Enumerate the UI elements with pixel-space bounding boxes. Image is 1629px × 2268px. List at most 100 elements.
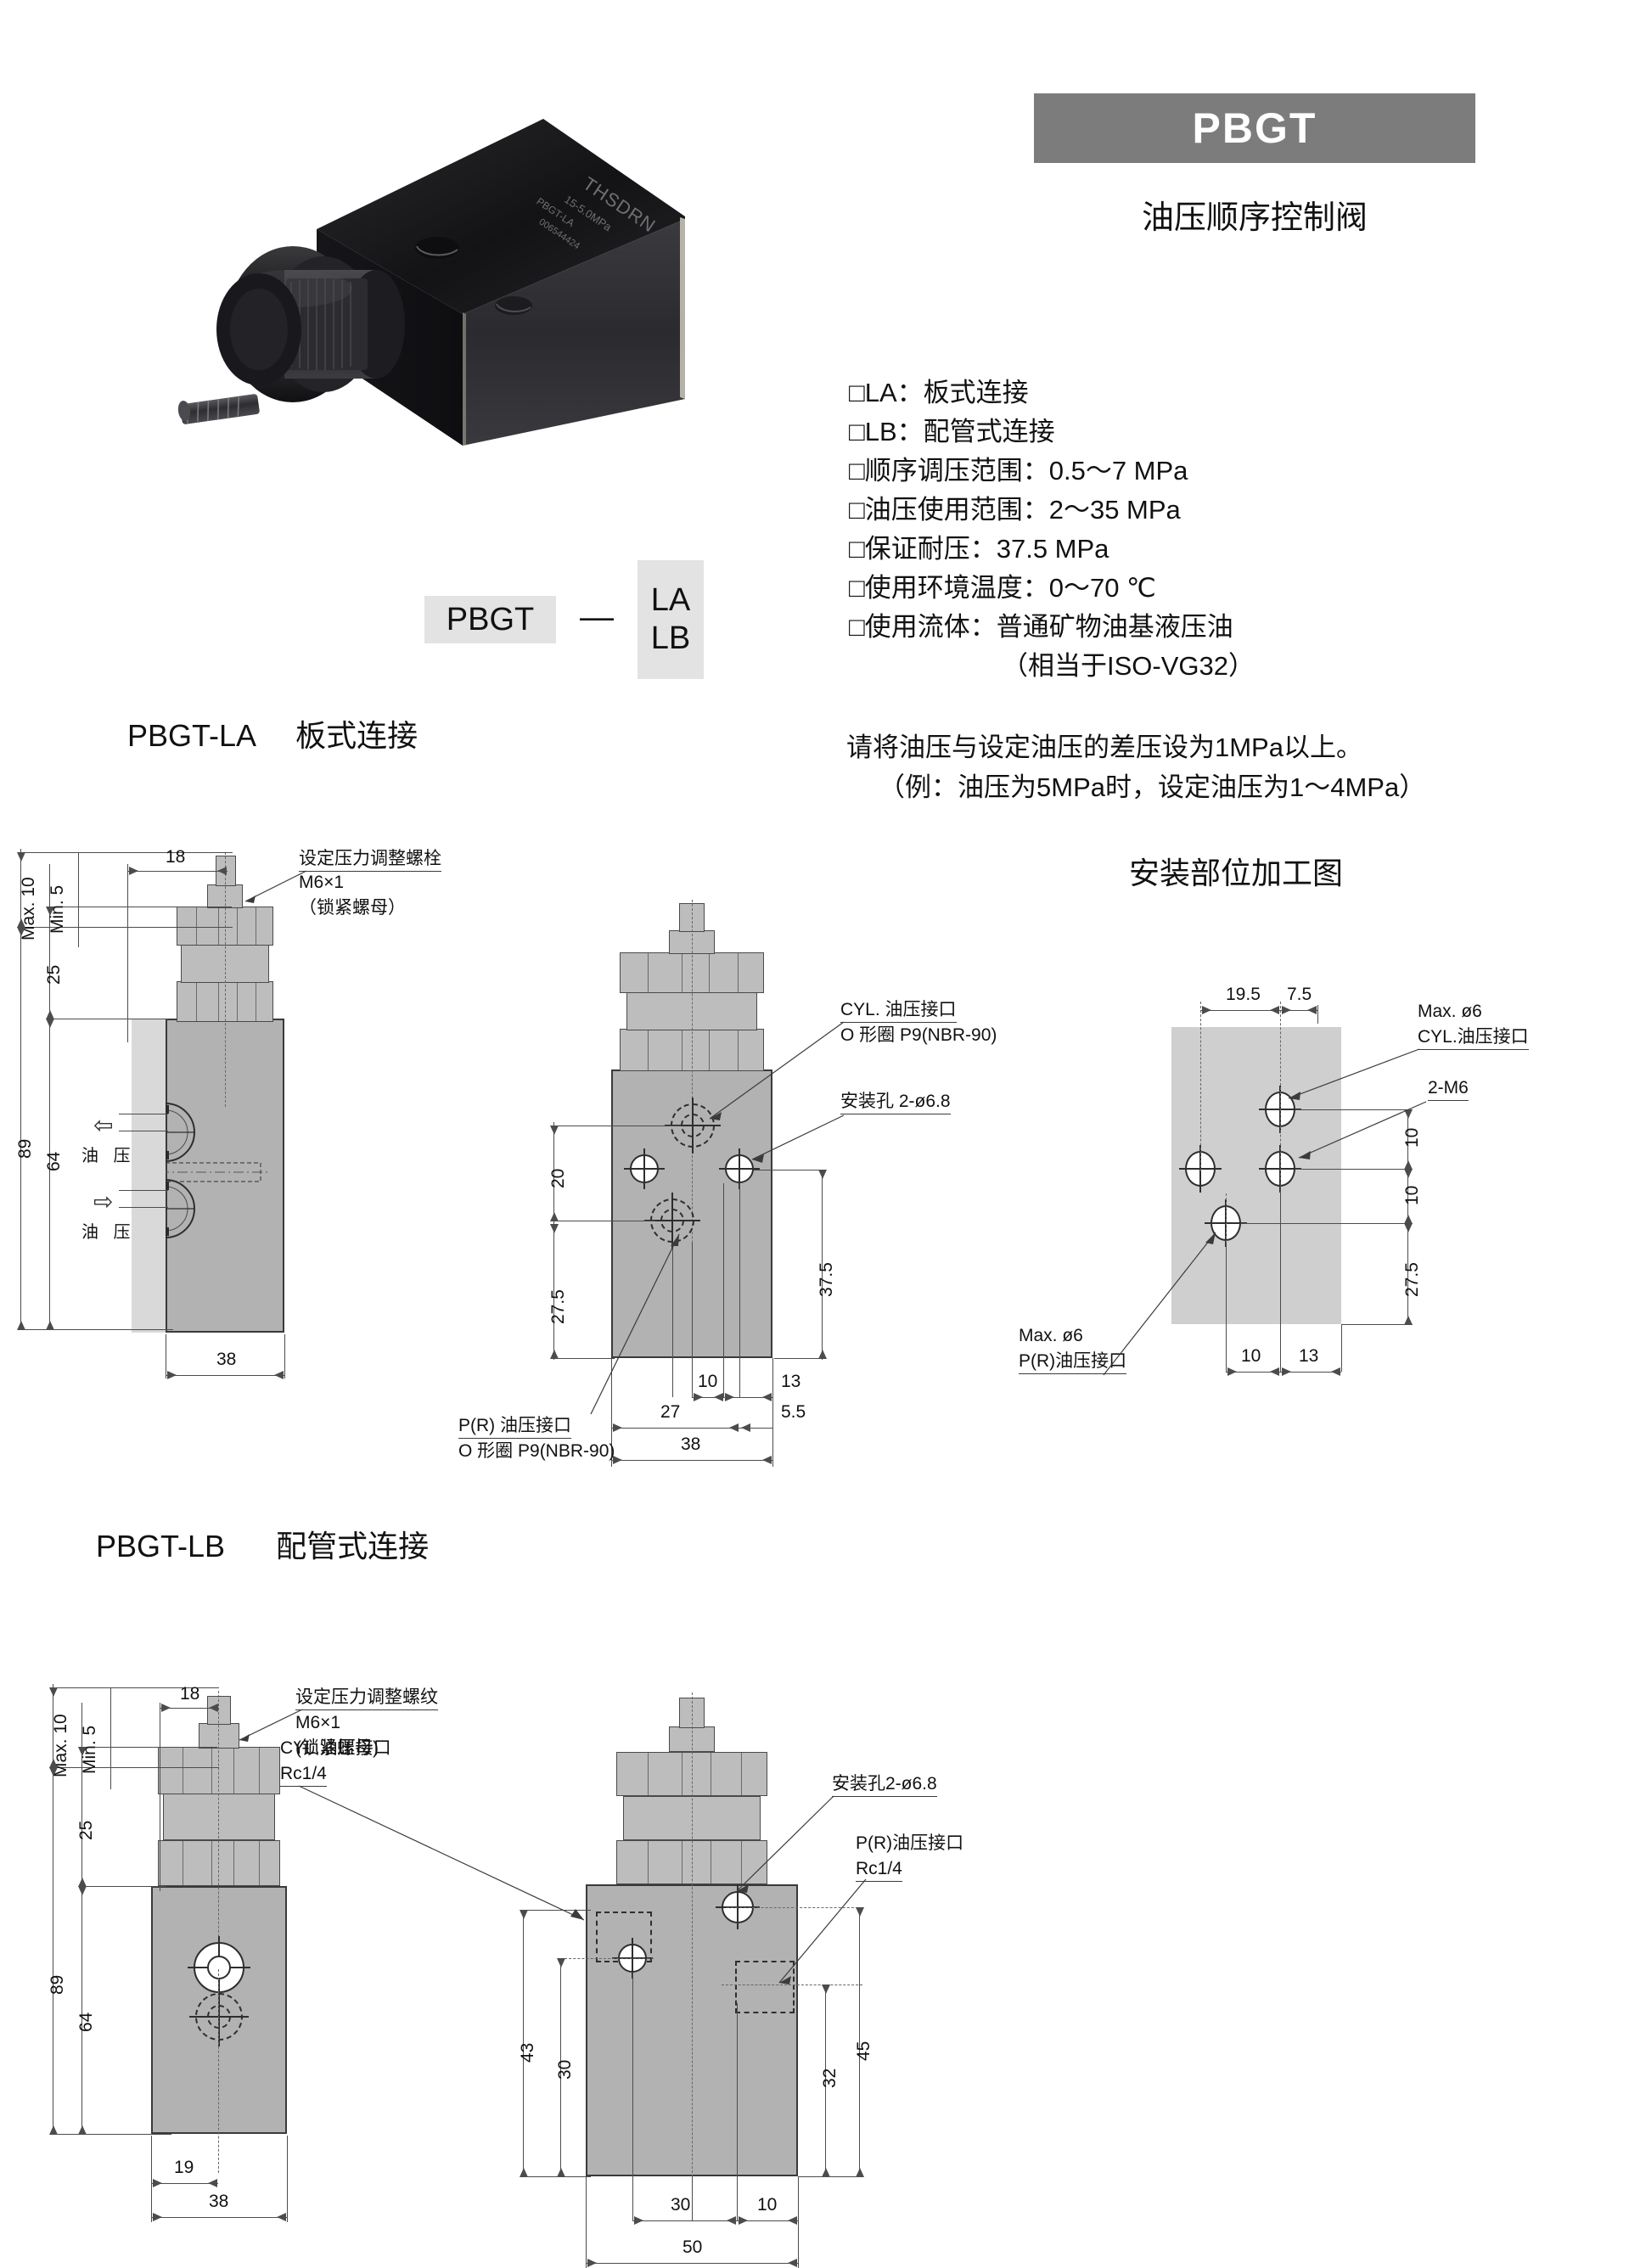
callout-pr-port-line2: O 形圈 P9(NBR-90) <box>458 1441 615 1461</box>
product-subtitle: 油压顺序控制阀 <box>1141 200 1368 236</box>
oil-pressure-label-bottom: 油 压 <box>81 1223 136 1242</box>
callout-leader-mounting-hole <box>751 1114 845 1163</box>
section-lb-code: PBGT-LB <box>96 1529 226 1563</box>
dim-7-5: 7.5 <box>1287 985 1312 1004</box>
model-code-diagram: PBGT — LA LB <box>424 560 704 679</box>
product-title-bar: PBGT <box>1034 93 1475 163</box>
center-line <box>225 852 226 1107</box>
dim-lb-19: 19 <box>174 2158 194 2177</box>
pressure-note-line1: 请将油压与设定油压的差压设为1MPa以上。 <box>846 733 1362 762</box>
dim-10-c: 10 <box>1241 1346 1261 1366</box>
dim-5-5: 5.5 <box>781 1402 806 1422</box>
callout-lb-adjust-line2: M6×1 <box>295 1713 341 1732</box>
callout-lb-mounting-hole: 安装孔2-ø6.8 <box>832 1772 937 1797</box>
product-photo: THSDRN 15-5.0MPa PBGT-LA 006544424 <box>157 59 700 458</box>
lock-nut-lb <box>199 1723 239 1749</box>
callout-leader-cyl-port <box>709 1021 845 1120</box>
flow-arrow-in-icon: ⇦ <box>93 1112 114 1138</box>
drawing-lb-side-view: Max. 10 Min. 5 25 89 64 18 19 38 设定压力调整螺… <box>0 1613 475 2222</box>
drawing-la-front-view: 20 27.5 37.5 10 13 27 5.5 38 CYL. 油压接口 O… <box>458 900 1044 1467</box>
upper-hex-nut-lb <box>158 1747 280 1794</box>
section-la-code: PBGT-LA <box>127 718 257 753</box>
drawing-la-side-view: ⇦ 油 压 ⇨ 油 压 Max. 10 Min. 5 25 89 64 18 3… <box>0 815 509 1460</box>
callout-pr-port-line1: P(R) 油压接口 <box>458 1414 571 1439</box>
dim-25: 25 <box>44 964 64 985</box>
spec-item: □使用环境温度：0～70 ℃ <box>849 573 1156 603</box>
port-section-graphic <box>166 1103 267 1238</box>
model-code-base: PBGT <box>424 596 556 643</box>
callout-leader-lb-mounting <box>736 1795 834 1893</box>
lb-port-lower-inner <box>207 2005 231 2029</box>
dim-lb-10: 10 <box>757 2195 778 2215</box>
spec-item-continuation: （相当于ISO-VG32） <box>1002 651 1255 681</box>
model-code-options: LA LB <box>638 560 704 679</box>
dim-lb-30h: 30 <box>671 2195 691 2215</box>
callout-leader-lb-pr <box>778 1878 867 1984</box>
section-lb-label: 配管式连接 <box>276 1529 430 1563</box>
section-heading-lb: PBGT-LB 配管式连接 <box>96 1522 429 1566</box>
dim-lb-43: 43 <box>518 2042 537 2063</box>
callout-mounting-hole: 安装孔 2-ø6.8 <box>840 1090 951 1114</box>
dim-lb-32: 32 <box>820 2068 840 2088</box>
spec-item: □LB：配管式连接 <box>849 417 1055 446</box>
dim-38: 38 <box>216 1350 237 1369</box>
dim-lb-30v: 30 <box>555 2059 575 2080</box>
dim-lb-18: 18 <box>180 1684 200 1704</box>
callout-leader-lb-adjust <box>239 1709 303 1742</box>
dim-27-5-machining: 27.5 <box>1402 1262 1422 1297</box>
drawing-lb-front-view: 43 30 32 45 30 10 50 CYL.油压接口 Rc1/4 安装孔2… <box>280 1664 1036 2268</box>
callout-machining-cyl-line2: CYL.油压接口 <box>1418 1025 1529 1050</box>
dim-13-machining: 13 <box>1299 1346 1319 1366</box>
mounting-hole-left <box>624 1148 665 1189</box>
spec-item: □顺序调压范围：0.5～7 MPa <box>849 456 1188 486</box>
oil-pressure-label-top: 油 压 <box>81 1147 136 1165</box>
dim-19-5: 19.5 <box>1226 985 1261 1004</box>
callout-leader-machining-cyl <box>1288 1048 1420 1100</box>
callout-machining-thread: 2-M6 <box>1428 1076 1469 1101</box>
dim-10: 10 <box>698 1372 718 1391</box>
model-code-dash: — <box>580 598 614 636</box>
dim-27-5: 27.5 <box>548 1289 568 1324</box>
pressure-note-line2: （例：油压为5MPa时，设定油压为1～4MPa） <box>879 772 1426 802</box>
spec-item: □使用流体：普通矿物油基液压油 <box>849 612 1233 642</box>
flow-arrow-out-icon: ⇨ <box>93 1188 114 1215</box>
dim-lb-45: 45 <box>854 2041 873 2061</box>
callout-leader-machining-thread <box>1298 1101 1427 1159</box>
model-code-option-la: LA <box>650 582 691 618</box>
callout-lb-pr-line1: P(R)油压接口 <box>856 1833 964 1853</box>
callout-leader-lb-cyl <box>298 1785 585 1921</box>
callout-lb-adjust-line3: (锁紧螺母) <box>295 1738 379 1758</box>
section-heading-la: PBGT-LA 板式连接 <box>127 711 418 755</box>
dim-lb-50: 50 <box>682 2237 703 2257</box>
lower-hex-nut-lb <box>158 1840 280 1886</box>
callout-machining-cyl-line1: Max. ø6 <box>1418 1002 1482 1021</box>
callout-cyl-port-line2: O 形圈 P9(NBR-90) <box>840 1025 997 1045</box>
section-la-label: 板式连接 <box>295 718 418 753</box>
dim-lb-38: 38 <box>209 2192 229 2211</box>
model-code-option-lb: LB <box>650 620 691 656</box>
dim-64: 64 <box>44 1151 64 1171</box>
callout-leader-pr-port <box>590 1233 680 1415</box>
dim-38-front: 38 <box>681 1434 701 1454</box>
callout-machining-pr-line2: P(R)油压接口 <box>1019 1350 1127 1374</box>
callout-lb-cyl-line1: CYL.油压接口 <box>280 1738 391 1758</box>
lb-port-upper-inner <box>207 1956 231 1979</box>
dim-27: 27 <box>660 1402 681 1422</box>
dim-13: 13 <box>781 1372 801 1391</box>
pr-port-pocket-dashed <box>735 1961 795 2013</box>
center-line-lb-front <box>692 1693 693 2198</box>
specification-list: □LA：板式连接 □LB：配管式连接 □顺序调压范围：0.5～7 MPa □油压… <box>849 373 1613 686</box>
callout-leader-machining-pr <box>1103 1232 1216 1376</box>
callout-adjust-screw-line2: M6×1 <box>299 873 345 892</box>
dim-lb-25: 25 <box>76 1820 96 1840</box>
mounting-hole-right <box>719 1148 760 1189</box>
dim-18: 18 <box>166 847 186 867</box>
dim-20: 20 <box>548 1168 568 1188</box>
dim-37-5: 37.5 <box>817 1262 836 1297</box>
product-model-title: PBGT <box>1192 104 1317 152</box>
callout-adjust-screw-line1: 设定压力调整螺栓 <box>299 847 441 872</box>
dim-10-b: 10 <box>1402 1185 1422 1205</box>
callout-adjust-screw-line3: （锁紧螺母） <box>299 898 406 918</box>
callout-cyl-port-line1: CYL. 油压接口 <box>840 998 957 1023</box>
drawing-machining: 19.5 7.5 10 10 27.5 10 13 Max. ø6 CYL.油压… <box>1019 900 1629 1426</box>
